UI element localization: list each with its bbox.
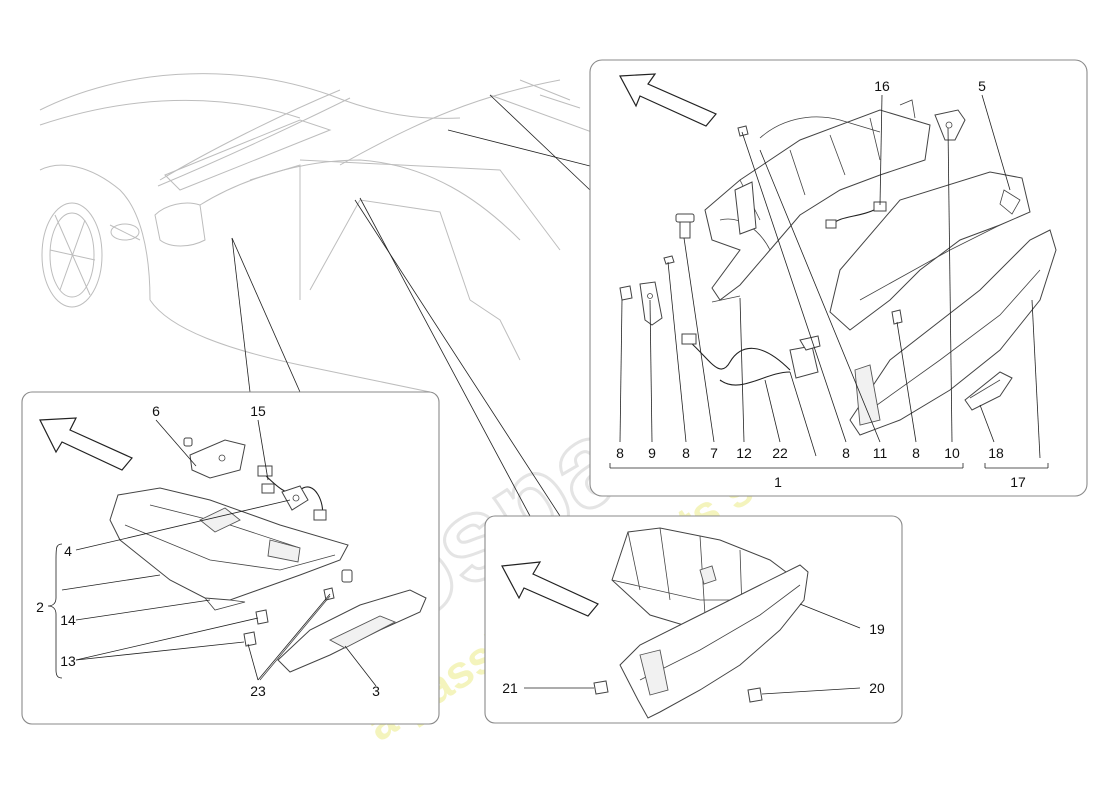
callout-10: 10: [944, 445, 960, 461]
callout-9: 9: [648, 445, 656, 461]
left-callouts: 6 15 4 2 14 13 23 3: [36, 403, 380, 699]
callout-21: 21: [502, 680, 518, 696]
callout-3: 3: [372, 683, 380, 699]
callout-2: 2: [36, 599, 44, 615]
callout-22: 22: [772, 445, 788, 461]
callout-20: 20: [869, 680, 885, 696]
zoom-leaders: [231, 94, 591, 517]
panel-left: 6 15 4 2 14 13 23 3: [21, 391, 440, 725]
callout-8a: 8: [616, 445, 624, 461]
top-callout-leaders: [609, 94, 1049, 469]
callout-14: 14: [60, 612, 76, 628]
callout-8d: 8: [912, 445, 920, 461]
callout-16: 16: [874, 78, 890, 94]
direction-arrow-icon: [501, 561, 599, 617]
callout-17: 17: [1010, 474, 1026, 490]
callout-1: 1: [774, 474, 782, 490]
callout-15: 15: [250, 403, 266, 419]
bottom-callout-leaders: [524, 603, 861, 695]
left-callout-leaders: [61, 419, 377, 687]
bottom-callouts: 19 21 20: [502, 621, 885, 696]
callout-5: 5: [978, 78, 986, 94]
direction-arrow-icon: [619, 73, 717, 127]
callout-7: 7: [710, 445, 718, 461]
callout-23: 23: [250, 683, 266, 699]
panel-top-right: 16 5 8 9 8 7 12 22 8 11 8 10 18 1 17: [589, 59, 1088, 497]
car-outline: [39, 73, 601, 393]
callout-4: 4: [64, 543, 72, 559]
direction-arrow-icon: [39, 417, 133, 471]
callout-13: 13: [60, 653, 76, 669]
callout-19: 19: [869, 621, 885, 637]
panel-bottom: 19 21 20: [484, 515, 903, 724]
callout-12: 12: [736, 445, 752, 461]
top-callouts: 16 5 8 9 8 7 12 22 8 11 8 10 18 1 17: [616, 78, 1026, 490]
callout-11: 11: [873, 445, 888, 461]
callout-8c: 8: [842, 445, 850, 461]
callout-8b: 8: [682, 445, 690, 461]
callout-18: 18: [988, 445, 1004, 461]
callout-6: 6: [152, 403, 160, 419]
